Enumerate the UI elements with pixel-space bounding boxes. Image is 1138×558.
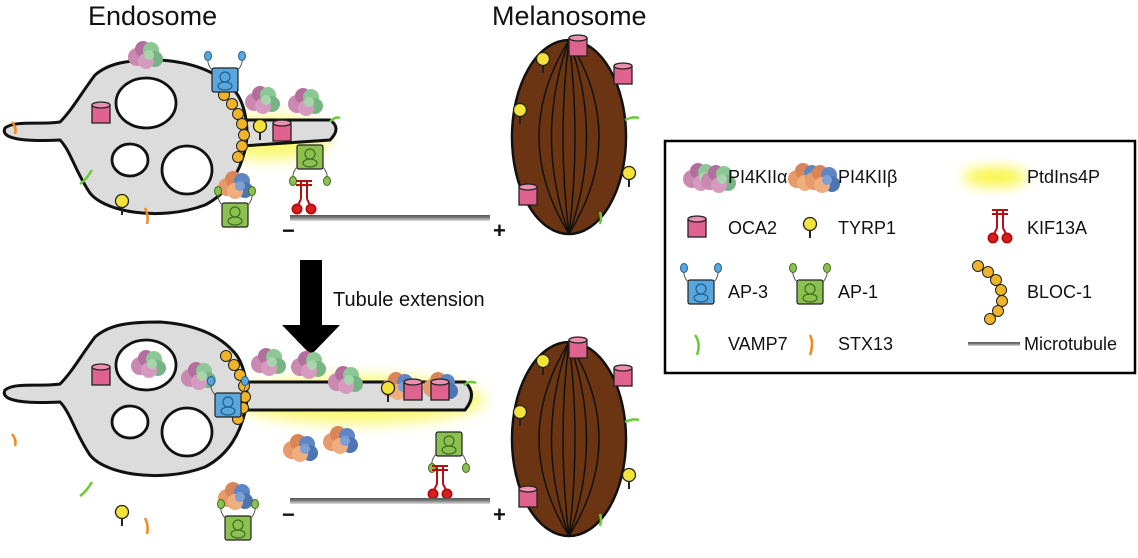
microtubule-minus-end: − bbox=[282, 502, 295, 527]
vamp7-protein bbox=[79, 481, 94, 498]
legend-label-ap1: AP-1 bbox=[838, 282, 878, 302]
endosome bbox=[2, 320, 249, 478]
vamp7-protein bbox=[598, 513, 603, 527]
legend: PI4KIIα PI4KIIβ PtdIns4P OCA2 TYRP1 KIF1… bbox=[663, 139, 1137, 375]
oca2-protein bbox=[613, 62, 633, 85]
legend-label-stx13: STX13 bbox=[838, 334, 893, 354]
legend-box bbox=[663, 139, 1137, 375]
tubule-extension-label: Tubule extension bbox=[333, 289, 485, 311]
oca2-protein bbox=[518, 485, 538, 508]
top-scene: − + bbox=[2, 34, 640, 243]
endosome bbox=[2, 58, 249, 216]
vamp7-protein bbox=[624, 116, 640, 122]
legend-label-microtubule: Microtubule bbox=[1024, 334, 1117, 354]
stx13-protein bbox=[143, 517, 149, 535]
melanosome-title: Melanosome bbox=[492, 1, 647, 31]
stx13-protein bbox=[11, 433, 17, 447]
microtubule bbox=[290, 498, 490, 504]
legend-label-pi4k-beta: PI4KIIβ bbox=[838, 167, 897, 187]
legend-label-pi4k-alpha: PI4KIIα bbox=[728, 167, 787, 187]
legend-label-ap3: AP-3 bbox=[728, 282, 768, 302]
oca2-protein bbox=[430, 378, 450, 401]
tyrp1-protein bbox=[621, 467, 637, 490]
oca2-protein bbox=[568, 336, 588, 359]
pi4k-alpha-protein bbox=[245, 86, 280, 114]
vamp7-protein bbox=[463, 380, 477, 386]
vamp7-protein bbox=[624, 418, 640, 424]
pi4k-alpha-protein bbox=[251, 348, 286, 376]
legend-label-vamp7: VAMP7 bbox=[728, 334, 788, 354]
legend-label-ptdins4p: PtdIns4P bbox=[1027, 167, 1100, 187]
bottom-scene: − + bbox=[2, 320, 640, 541]
ptdins4p-icon bbox=[963, 168, 1027, 186]
oca2-protein bbox=[613, 364, 633, 387]
legend-label-bloc1: BLOC-1 bbox=[1027, 282, 1092, 302]
microtubule bbox=[290, 215, 490, 221]
vamp7-protein bbox=[329, 116, 341, 123]
oca2-protein bbox=[518, 183, 538, 206]
pi4k-alpha-protein bbox=[288, 88, 323, 116]
microtubule-minus-end: − bbox=[282, 218, 295, 243]
pi4k-alpha-protein bbox=[128, 41, 163, 69]
legend-label-kif13a: KIF13A bbox=[1027, 218, 1087, 238]
stx13-protein bbox=[143, 207, 149, 225]
vamp7-icon bbox=[693, 334, 700, 356]
pi4k-beta-protein bbox=[323, 426, 358, 454]
oca2-protein bbox=[91, 101, 111, 124]
legend-label-tyrp1: TYRP1 bbox=[838, 218, 896, 238]
oca2-protein bbox=[91, 363, 111, 386]
microtubule-plus-end: + bbox=[493, 502, 506, 527]
pi4k-alpha-protein bbox=[328, 366, 363, 394]
stx13-icon bbox=[808, 334, 814, 356]
microtubule-icon bbox=[968, 342, 1020, 346]
tyrp1-protein bbox=[621, 165, 637, 188]
legend-label-oca2: OCA2 bbox=[728, 218, 777, 238]
oca2-icon bbox=[687, 215, 707, 238]
microtubule-plus-end: + bbox=[493, 218, 506, 243]
stx13-protein bbox=[11, 121, 17, 135]
tyrp1-protein bbox=[114, 504, 130, 527]
pi4k-beta-protein bbox=[283, 434, 318, 462]
vamp7-protein bbox=[79, 169, 94, 186]
endosome-title: Endosome bbox=[88, 1, 217, 31]
vamp7-protein bbox=[598, 211, 603, 225]
pi4k-alpha-protein bbox=[291, 351, 326, 379]
oca2-protein bbox=[403, 378, 423, 401]
kif13a-motor bbox=[291, 180, 317, 215]
oca2-protein bbox=[568, 34, 588, 57]
tubule-extension-arrow bbox=[282, 260, 340, 355]
oca2-protein bbox=[272, 119, 292, 142]
